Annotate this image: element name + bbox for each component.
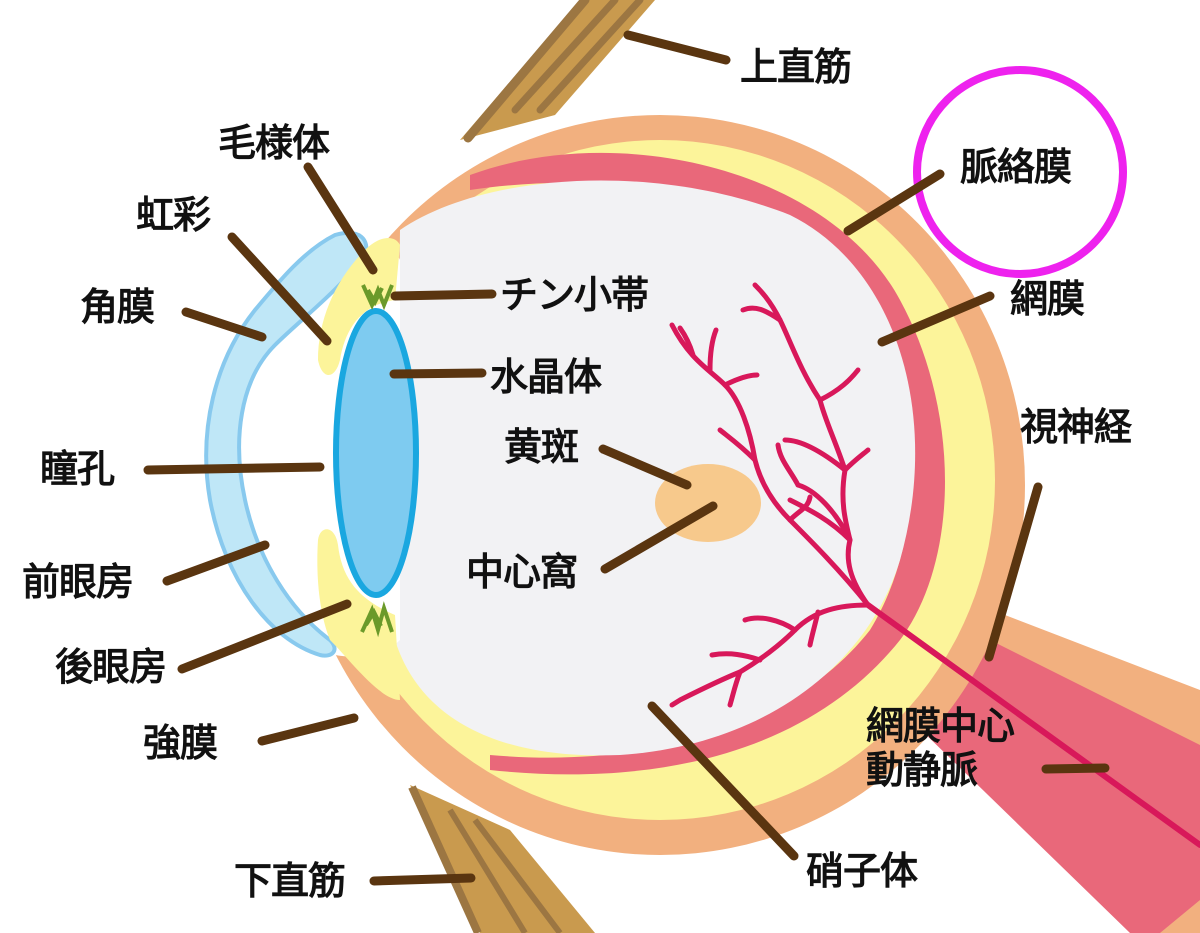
label-central-retinal-vessels-line2: 動静脈 — [866, 747, 978, 792]
leader-ciliary-body — [303, 162, 378, 275]
leader-posterior-chamber — [177, 599, 352, 674]
lens — [333, 308, 419, 598]
label-macula: 黄斑 — [504, 425, 579, 469]
label-anterior-chamber: 前眼房 — [22, 560, 134, 604]
leader-lines — [143, 30, 1110, 886]
label-posterior-chamber: 後眼房 — [55, 645, 167, 689]
leader-fovea — [600, 501, 718, 574]
label-iris: 虹彩 — [136, 193, 211, 237]
label-pupil: 瞳孔 — [40, 447, 115, 491]
label-optic-nerve: 視神経 — [1020, 405, 1132, 449]
central-retinal-vessel — [865, 602, 1200, 848]
leader-zonule — [390, 289, 497, 301]
label-central-retinal-vessels: 網膜中心 動静脈 — [866, 704, 1015, 792]
label-central-retinal-vessels-line1: 網膜中心 — [866, 704, 1015, 748]
zonule-upper — [361, 284, 394, 311]
leader-optic-nerve — [984, 482, 1043, 662]
label-ciliary-body: 毛様体 — [218, 121, 330, 165]
leader-choroid — [843, 169, 945, 236]
label-superior-rectus: 上直筋 — [740, 45, 852, 89]
label-inferior-rectus: 下直筋 — [234, 859, 346, 903]
highlight-circle — [913, 66, 1127, 278]
label-lens: 水晶体 — [490, 355, 602, 399]
leader-central-retinal-vessels — [1041, 763, 1110, 774]
iris-lower — [317, 529, 400, 700]
inferior-rectus-muscle — [408, 785, 595, 933]
leader-inferior-rectus — [369, 873, 476, 886]
leader-pupil — [143, 462, 325, 475]
leader-lens — [389, 368, 487, 379]
label-vitreous-body: 硝子体 — [806, 849, 918, 893]
label-zonule-of-zinn: チン小帯 — [500, 273, 649, 317]
label-retina: 網膜 — [1010, 277, 1085, 321]
label-fovea: 中心窩 — [466, 550, 578, 594]
zonule-lower — [360, 601, 394, 638]
leader-cornea — [181, 307, 267, 342]
leader-sclera — [257, 713, 359, 746]
retinal-vessels — [669, 282, 871, 708]
leader-retina — [877, 291, 995, 347]
label-cornea: 角膜 — [80, 285, 155, 329]
label-sclera: 強膜 — [143, 721, 218, 765]
iris-upper — [318, 238, 400, 375]
leader-macula — [598, 444, 692, 490]
leader-iris — [227, 232, 332, 346]
superior-rectus-muscle — [460, 0, 655, 143]
leader-anterior-chamber — [162, 540, 270, 586]
leader-superior-rectus — [623, 30, 731, 65]
leader-vitreous-body — [647, 701, 799, 861]
label-choroid: 脈絡膜 — [960, 145, 1072, 189]
